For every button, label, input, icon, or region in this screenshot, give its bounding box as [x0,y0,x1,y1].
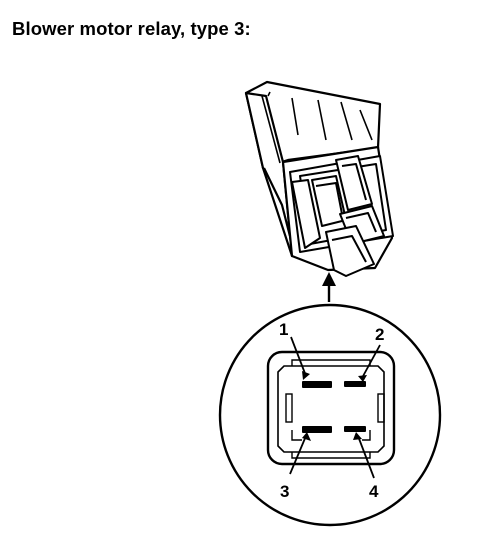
terminal-slot-2 [344,381,366,387]
relay-connector [289,155,394,277]
diagram-title: Blower motor relay, type 3: [12,18,251,39]
terminal-blade-upper-right [335,155,373,211]
terminal-label-3: 3 [280,482,289,501]
terminal-label-2: 2 [375,325,384,344]
terminal-face [266,350,396,466]
terminal-label-1: 1 [279,320,288,339]
terminal-slot-3 [302,426,332,433]
terminal-leader-arrows [302,371,367,441]
terminal-slots [302,381,366,433]
terminal-detail-circle [218,303,442,527]
terminal-label-4: 4 [369,482,379,501]
direction-arrow [322,272,336,302]
terminal-slot-4 [344,426,366,432]
relay-top-hatching [261,91,373,164]
connector-clip-left [291,179,321,249]
terminal-leader-lines [289,336,381,479]
terminal-slot-1 [302,381,332,388]
